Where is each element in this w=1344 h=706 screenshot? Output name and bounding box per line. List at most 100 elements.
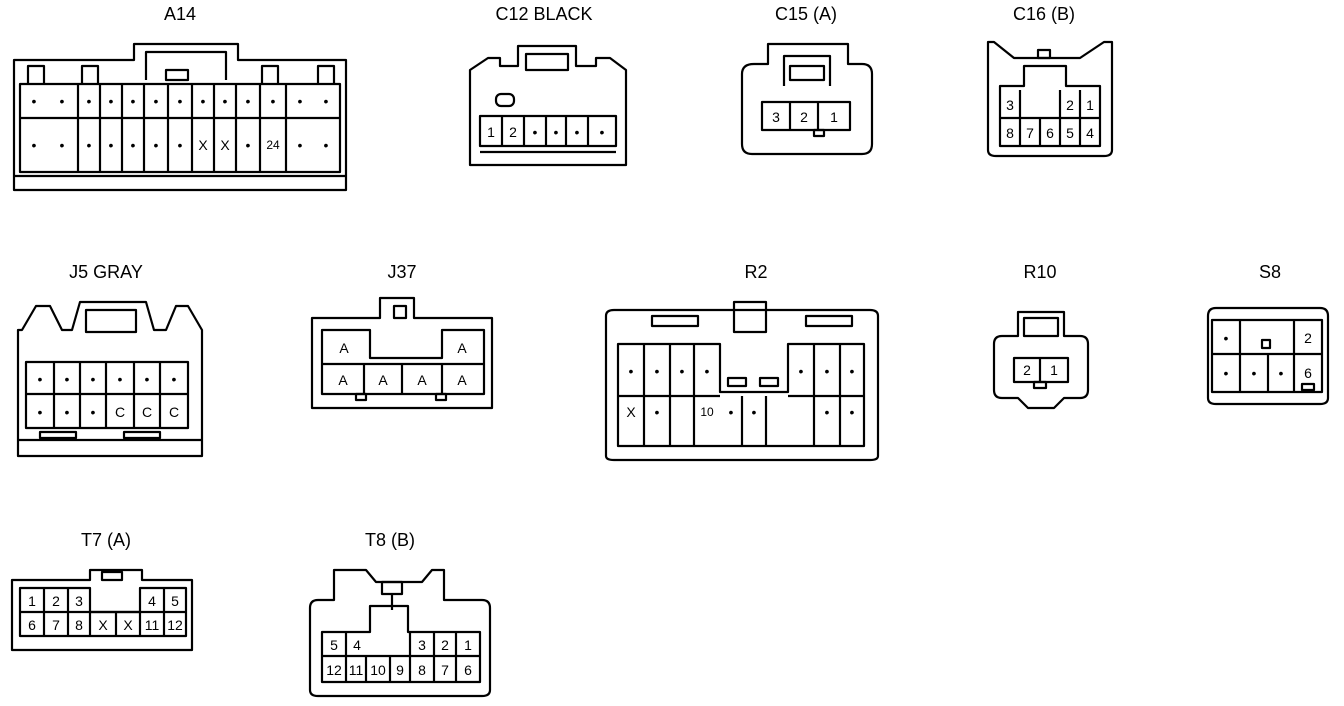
connector-j5 xyxy=(16,300,204,458)
pin-j37-r2-4: A xyxy=(457,372,467,388)
connector-r2-title: R2 xyxy=(744,262,767,282)
pin-a14-r1-6: • xyxy=(154,93,159,109)
connector-a14 xyxy=(12,42,348,192)
pin-a14-r2-3: • xyxy=(87,137,92,153)
pin-c12-3: • xyxy=(533,124,538,140)
connector-a14-title: A14 xyxy=(164,4,196,24)
pin-j37-r2-1: A xyxy=(338,372,348,388)
pin-t7-r2-2: 7 xyxy=(52,617,60,633)
connector-c15-title: C15 (A) xyxy=(775,4,837,24)
connector-r2-housing xyxy=(604,308,880,462)
pin-a14-r2-10: • xyxy=(246,137,251,153)
pin-j5-r2-3: • xyxy=(91,404,96,420)
connector-r2 xyxy=(604,300,880,462)
pin-a14-r2-7: • xyxy=(178,137,183,153)
connector-s8 xyxy=(1206,306,1330,406)
connector-c12-title: C12 BLACK xyxy=(495,4,592,24)
pin-s8-r2-3: • xyxy=(1279,365,1284,381)
connector-t8-cavity xyxy=(320,604,482,684)
connector-a14-tabs xyxy=(26,64,336,84)
pin-s8-r2-4: 6 xyxy=(1304,365,1312,381)
pin-a14-r1-4: • xyxy=(109,93,114,109)
connector-t7-title: T7 (A) xyxy=(81,530,131,550)
pin-a14-r2-12: • xyxy=(298,137,303,153)
pin-c12-5: • xyxy=(575,124,580,140)
pin-s8-r1-4: 2 xyxy=(1304,330,1312,346)
pin-t8-r2-6: 7 xyxy=(441,662,449,678)
pin-t7-r2-6: 11 xyxy=(145,617,160,633)
pin-r2-r1-8: • xyxy=(850,363,855,379)
connector-r10-title: R10 xyxy=(1023,262,1056,282)
pin-j5-r1-2: • xyxy=(65,371,70,387)
pin-a14-r1-8: • xyxy=(201,93,206,109)
pin-j5-r1-3: • xyxy=(91,371,96,387)
pin-t7-r2-3: 8 xyxy=(75,617,83,633)
connector-j5-title: J5 GRAY xyxy=(69,262,143,282)
connector-a14-inner xyxy=(18,82,342,174)
connector-r10-housing xyxy=(992,310,1090,410)
connector-c15-latch xyxy=(782,54,832,86)
connector-c15 xyxy=(740,42,874,156)
connector-r10 xyxy=(992,310,1090,410)
pin-c12-4: • xyxy=(554,124,559,140)
pin-a14-r2-13: • xyxy=(324,137,329,153)
pin-t8-r1-1: 5 xyxy=(330,637,338,653)
pin-a14-r2-4: • xyxy=(109,137,114,153)
pin-t8-r1-2: 4 xyxy=(353,637,361,653)
connector-c12-cells xyxy=(500,116,590,146)
pin-a14-r1-9: • xyxy=(223,93,228,109)
connector-j37-housing xyxy=(310,296,494,410)
connector-j37-title: J37 xyxy=(387,262,416,282)
pin-r2-r2-1: X xyxy=(626,404,636,420)
connector-c16-cavity xyxy=(998,64,1102,148)
pin-c16-r2-3: 6 xyxy=(1046,125,1054,141)
pin-a14-r2-6: • xyxy=(154,137,159,153)
pin-a14-r2-11: 24 xyxy=(266,138,280,152)
pin-c16-r1-5: 1 xyxy=(1086,97,1094,113)
pin-j5-r2-5: C xyxy=(142,404,152,420)
pin-a14-r1-10: • xyxy=(246,93,251,109)
pin-c16-r1-1: 3 xyxy=(1006,97,1014,113)
connector-c16 xyxy=(986,40,1114,158)
pin-r2-r1-4: • xyxy=(705,363,710,379)
pin-a14-r1-1: • xyxy=(32,93,37,109)
connector-j5-latch xyxy=(84,308,138,334)
pin-a14-r1-7: • xyxy=(178,93,183,109)
pin-a14-r1-13: • xyxy=(324,93,329,109)
pin-t8-r2-7: 6 xyxy=(464,662,472,678)
pin-r2-r2-5: • xyxy=(729,404,734,420)
pin-t7-r2-5: X xyxy=(123,617,133,633)
pin-s8-r2-2: • xyxy=(1252,365,1257,381)
connector-j37-cavity xyxy=(320,328,486,396)
pin-a14-r1-5: • xyxy=(131,93,136,109)
pin-t7-r2-7: 12 xyxy=(167,617,183,633)
pin-j5-r2-1: • xyxy=(38,404,43,420)
connector-c15-housing xyxy=(740,42,874,156)
connector-s8-title: S8 xyxy=(1259,262,1281,282)
pin-c12-2: 2 xyxy=(509,124,517,140)
pin-r2-r1-1: • xyxy=(629,363,634,379)
pin-r2-r2-8: • xyxy=(825,404,830,420)
pin-a14-r2-1: • xyxy=(32,137,37,153)
connector-r2-cavity xyxy=(616,342,866,448)
pin-j5-r1-5: • xyxy=(145,371,150,387)
pin-c12-6: • xyxy=(600,124,605,140)
pin-r2-r2-9: • xyxy=(850,404,855,420)
connector-c12 xyxy=(468,44,628,167)
connector-t8 xyxy=(308,568,492,698)
connector-j5-housing xyxy=(16,300,204,458)
pin-j5-r2-4: C xyxy=(115,404,125,420)
pin-j5-r1-4: • xyxy=(118,371,123,387)
pin-j37-r2-2: A xyxy=(378,372,388,388)
pin-c16-r2-2: 7 xyxy=(1026,125,1034,141)
connector-t7-housing xyxy=(10,568,194,652)
connector-t8-title: T8 (B) xyxy=(365,530,415,550)
pin-t7-r1-7: 5 xyxy=(171,593,179,609)
pin-t7-r2-4: X xyxy=(98,617,108,633)
connector-c16-title: C16 (B) xyxy=(1013,4,1075,24)
connector-c15-cavity xyxy=(760,100,852,132)
pin-t8-r1-5: 3 xyxy=(418,637,426,653)
pin-t8-r2-5: 8 xyxy=(418,662,426,678)
connector-a14-cells xyxy=(76,84,288,172)
